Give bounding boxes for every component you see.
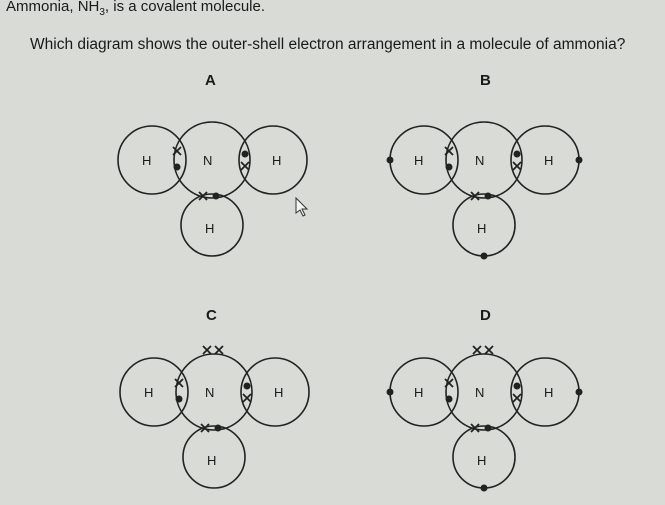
hydrogen-shell-right: [240, 357, 310, 427]
hydrogen-shell-left: [117, 125, 187, 195]
electron-dot: [212, 192, 220, 200]
electron-cross: [444, 146, 454, 156]
atom-h-bottom: H: [477, 453, 486, 468]
electron-dot-outer-left: [386, 156, 394, 164]
atom-n: N: [475, 153, 484, 168]
atom-h-bottom: H: [207, 453, 216, 468]
electron-dot: [445, 395, 453, 403]
option-label-a[interactable]: A: [205, 72, 216, 89]
electron-cross: [242, 393, 252, 403]
atom-h-right: H: [544, 385, 553, 400]
atom-h-bottom: H: [477, 221, 486, 236]
electron-dot: [175, 395, 183, 403]
electron-dot: [513, 382, 521, 390]
electron-dot: [484, 424, 492, 432]
diagram-b[interactable]: H N H H: [386, 121, 583, 260]
nitrogen-shell: [175, 353, 253, 431]
atom-h-left: H: [142, 153, 151, 168]
hydrogen-shell-bottom: [180, 193, 244, 257]
mouse-cursor-icon: [295, 196, 309, 217]
intro-prefix: Ammonia, NH: [6, 0, 100, 15]
electron-cross: [172, 146, 182, 156]
hydrogen-shell-left: [119, 357, 189, 427]
option-label-d[interactable]: D: [480, 307, 491, 324]
hydrogen-shell-left: [389, 357, 459, 427]
electron-dot-outer-bottom: [480, 484, 488, 492]
electron-cross: [198, 191, 208, 201]
lone-pair-crosses: [472, 345, 494, 355]
question-intro: Ammonia, NH3, is a covalent molecule.: [6, 0, 265, 18]
electron-cross: [240, 161, 250, 171]
diagram-d[interactable]: H N H H: [386, 345, 583, 492]
intro-subscript: 3: [99, 7, 105, 18]
electron-dot: [214, 424, 222, 432]
atom-h-left: H: [414, 153, 423, 168]
atom-h-right: H: [272, 153, 281, 168]
electron-dot-outer-right: [575, 388, 583, 396]
atom-n: N: [203, 153, 212, 168]
nitrogen-shell: [173, 121, 251, 199]
hydrogen-shell-left: [389, 125, 459, 195]
hydrogen-shell-bottom: [182, 425, 246, 489]
electron-cross: [444, 378, 454, 388]
option-label-b[interactable]: B: [480, 72, 491, 89]
electron-dot: [243, 382, 251, 390]
atom-h-right: H: [274, 385, 283, 400]
electron-dot: [241, 150, 249, 158]
atom-h-left: H: [414, 385, 423, 400]
electron-dot: [445, 163, 453, 171]
electron-cross: [512, 161, 522, 171]
electron-cross: [174, 378, 184, 388]
electron-dot-outer-bottom: [480, 252, 488, 260]
electron-cross: [200, 423, 210, 433]
electron-dot: [513, 150, 521, 158]
lone-pair-crosses: [202, 345, 224, 355]
nitrogen-shell: [445, 353, 523, 431]
atom-n: N: [205, 385, 214, 400]
intro-suffix: , is a covalent molecule.: [104, 0, 265, 15]
atom-h-right: H: [544, 153, 553, 168]
atom-h-left: H: [144, 385, 153, 400]
electron-dot-outer-left: [386, 388, 394, 396]
nitrogen-shell: [445, 121, 523, 199]
electron-dot-outer-right: [575, 156, 583, 164]
option-label-c[interactable]: C: [206, 307, 217, 324]
atom-n: N: [475, 385, 484, 400]
electron-dot: [484, 192, 492, 200]
diagram-a[interactable]: H N H H: [117, 121, 308, 257]
electron-cross: [470, 423, 480, 433]
atom-h-bottom: H: [205, 221, 214, 236]
hydrogen-shell-right: [238, 125, 308, 195]
question-prompt: Which diagram shows the outer-shell elec…: [30, 36, 626, 53]
electron-cross: [512, 393, 522, 403]
diagram-c[interactable]: H N H H: [119, 345, 310, 489]
electron-dot: [173, 163, 181, 171]
electron-cross: [470, 191, 480, 201]
